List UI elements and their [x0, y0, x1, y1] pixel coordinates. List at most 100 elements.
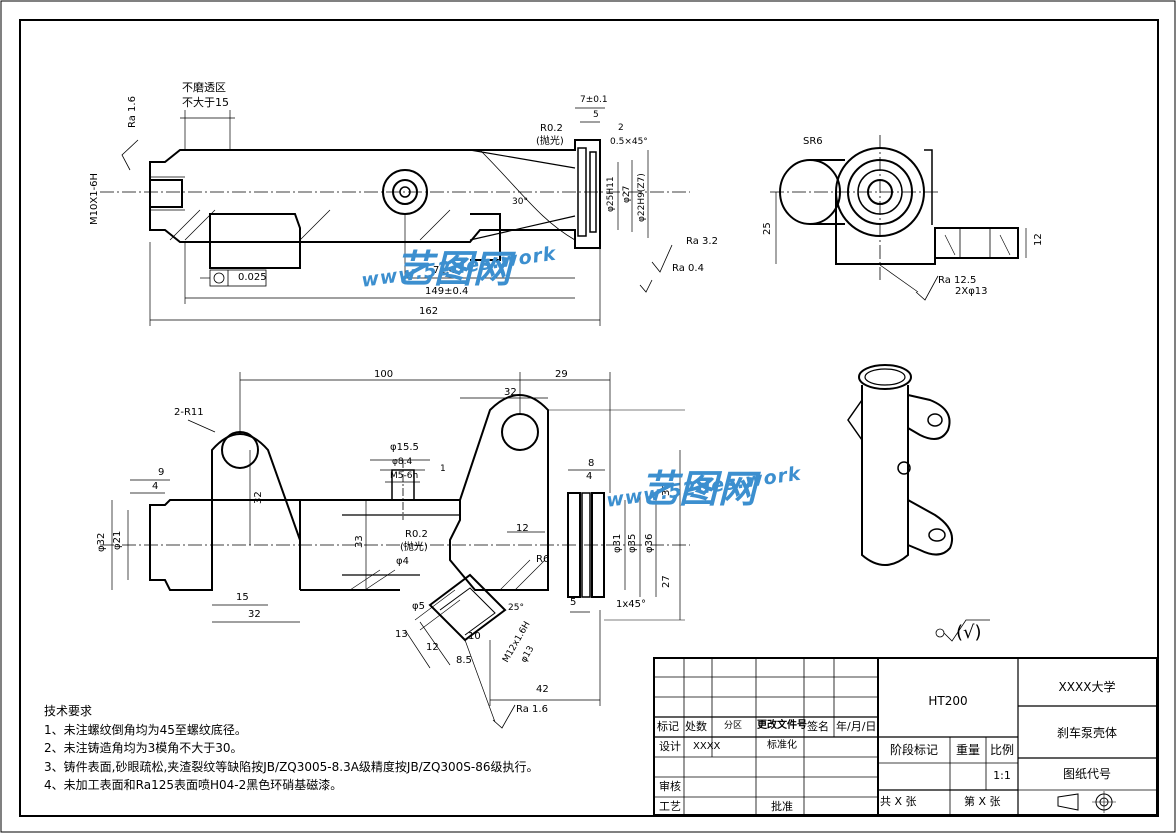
- note-item: 1、未注螺纹倒角均为45至螺纹底径。: [44, 722, 247, 737]
- label-no-grind-zone: 不磨透区: [182, 81, 226, 94]
- label-5-top: 5: [593, 110, 599, 120]
- label-dia-22: φ22H9(Z7): [637, 173, 647, 222]
- label-r0-2-top: R0.2: [540, 123, 563, 134]
- label-71-4: 71.4: [433, 265, 456, 276]
- label-13-port: 13: [395, 629, 408, 640]
- label-ra-1-6-b: Ra 1.6: [516, 704, 548, 715]
- drawing-code-label: 图纸代号: [1062, 767, 1112, 781]
- label-thread-m10: M10X1-6H: [89, 172, 100, 225]
- label-8: 8: [588, 458, 595, 469]
- label-1x45: 1x45°: [616, 599, 647, 610]
- watermark-logo-1: 艺图网: [395, 247, 513, 291]
- label-dia-8-4: φ8.4: [392, 457, 413, 467]
- label-date: 年/月/日: [836, 720, 877, 733]
- note-item: 4、未加工表面和Ra125表面喷H04-2黑色环硝基磁漆。: [44, 778, 343, 792]
- label-ra-0-4: Ra 0.4: [672, 263, 704, 274]
- technical-notes: 技术要求 1、未注螺纹倒角均为45至螺纹底径。 2、未注铸造角均为3模角不大于3…: [44, 702, 539, 795]
- label-m5: M5-6h: [390, 471, 419, 481]
- label-149: 149±0.4: [425, 286, 469, 297]
- label-zone: 分区: [724, 721, 743, 731]
- label-32-lug: 32: [253, 491, 264, 504]
- label-25-deg: 25°: [508, 603, 524, 613]
- label-8-5: 8.5: [456, 655, 472, 666]
- label-dia-35: φ35: [627, 533, 638, 553]
- label-29: 29: [555, 369, 568, 380]
- label-12-port: 12: [426, 642, 439, 653]
- label-1: 1: [440, 464, 446, 474]
- label-7: 7±0.1: [580, 95, 608, 105]
- label-dia-4: φ4: [396, 556, 409, 567]
- material: HT200: [928, 694, 968, 708]
- inner-border: [19, 19, 1159, 817]
- label-2: 2: [618, 123, 624, 133]
- label-polish-top: (抛光): [536, 136, 564, 147]
- label-2-r11: 2-R11: [174, 407, 204, 418]
- label-angle-30: 30°: [512, 197, 528, 207]
- part-name: 刹车泵壳体: [1056, 726, 1118, 740]
- total-sheets: 共 X 张: [880, 795, 917, 808]
- label-r6: R6: [536, 554, 550, 565]
- label-2x-dia-13: 2Xφ13: [955, 286, 988, 297]
- label-32-top: 32: [504, 387, 517, 398]
- label-sign: 签名: [807, 720, 829, 733]
- label-27: 27: [661, 575, 672, 588]
- stage-mark: 阶段标记: [889, 743, 939, 757]
- label-dia-36: φ36: [644, 533, 655, 553]
- label-dia-27: φ27: [622, 185, 632, 203]
- label-dia-32: φ32: [96, 532, 107, 552]
- label-process: 工艺: [659, 800, 681, 813]
- label-dia-15-5: φ15.5: [390, 442, 419, 453]
- label-162: 162: [419, 306, 439, 317]
- label-4-right: 4: [586, 471, 593, 482]
- label-dia-21: φ21: [112, 530, 123, 550]
- label-doc-no: 更改文件号: [757, 720, 807, 731]
- sheet-number: 第 X 张: [964, 795, 1001, 808]
- label-33: 33: [354, 535, 365, 548]
- note-item: 3、铸件表面,砂眼疏松,夹渣裂纹等缺陷按JB/ZQ3005-8.3A级精度按JB…: [44, 759, 539, 774]
- watermark-logo-2: 艺图网: [640, 467, 758, 511]
- label-r0-2-bottom: R0.2: [405, 529, 428, 540]
- label-12-bottom: 12: [516, 523, 529, 534]
- label-42: 42: [536, 684, 549, 695]
- label-design: 设计: [659, 740, 681, 753]
- label-approve: 批准: [771, 800, 793, 813]
- label-count: 处数: [685, 720, 707, 733]
- label-9: 9: [158, 467, 165, 478]
- label-review: 审核: [659, 780, 681, 793]
- label-tolerance-0-025: 0.025: [238, 272, 267, 283]
- label-12-side: 12: [1033, 233, 1044, 246]
- designer-name: XXXX: [693, 741, 721, 752]
- label-25-side: 25: [762, 222, 773, 235]
- label-polish-bottom: (抛光): [400, 542, 428, 553]
- bottom-view: [100, 372, 690, 729]
- label-max-15: 不大于15: [182, 96, 229, 109]
- top-view: [100, 107, 690, 326]
- label-standardize: 标准化: [767, 740, 797, 751]
- label-dia-25: φ25H11: [606, 176, 616, 212]
- label-4-left: 4: [152, 481, 159, 492]
- weight-label: 重量: [955, 743, 981, 757]
- label-100: 100: [374, 369, 394, 380]
- note-item: 2、未注铸造角均为3模角不大于30。: [44, 741, 243, 755]
- label-5-bottom: 5: [570, 597, 577, 608]
- label-10-port: 10: [468, 631, 481, 642]
- side-view: [770, 135, 1027, 301]
- general-roughness-symbol: [935, 619, 990, 642]
- label-mark: 标记: [657, 720, 679, 733]
- label-ra-3-2: Ra 3.2: [686, 236, 718, 247]
- label-sr6: SR6: [803, 136, 823, 147]
- general-roughness-label: (√): [956, 622, 982, 643]
- label-15: 15: [236, 592, 249, 603]
- label-32-bottom: 32: [248, 609, 261, 620]
- scale-value: 1:1: [993, 769, 1011, 782]
- title-block-grid: [653, 657, 1158, 816]
- label-dia-5: φ5: [412, 601, 425, 612]
- school-name: XXXX大学: [1058, 680, 1116, 694]
- label-ra-1-6-a: Ra 1.6: [127, 96, 138, 128]
- scale-label: 比例: [989, 743, 1015, 757]
- notes-title: 技术要求: [44, 704, 93, 718]
- label-chamfer: 0.5×45°: [610, 137, 648, 147]
